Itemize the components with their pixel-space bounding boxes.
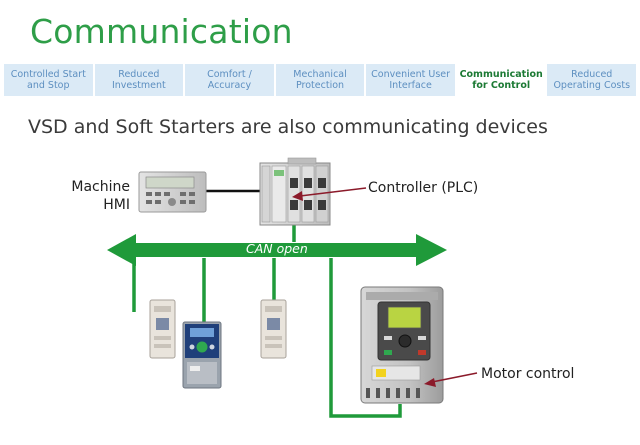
tab-communication-for-control[interactable]: Communication for Control <box>456 64 546 96</box>
tab-convenient-user-interface[interactable]: Convenient User Interface <box>366 64 455 96</box>
motor-pointer-arrow <box>424 372 478 387</box>
soft-starter-device-1 <box>149 299 176 359</box>
plc-pointer-arrow <box>292 187 367 201</box>
machine-hmi-device <box>138 171 207 213</box>
topic-tab-bar: Controlled Start and Stop Reduced Invest… <box>4 64 637 96</box>
tab-reduced-investment[interactable]: Reduced Investment <box>94 64 184 96</box>
motor-control-label: Motor control <box>481 366 575 382</box>
tab-controlled-start-stop[interactable]: Controlled Start and Stop <box>4 64 93 96</box>
canopen-bus-label: CAN open <box>246 241 308 256</box>
page-title: Communication <box>30 12 293 51</box>
bus-drop-lines <box>132 224 402 418</box>
tab-comfort-accuracy[interactable]: Comfort / Accuracy <box>185 64 274 96</box>
plc-controller-device <box>259 157 331 226</box>
tab-reduced-operating-costs[interactable]: Reduced Operating Costs <box>547 64 637 96</box>
tab-mechanical-protection[interactable]: Mechanical Protection <box>275 64 365 96</box>
small-variable-speed-drive <box>182 321 222 389</box>
controller-plc-label: Controller (PLC) <box>368 180 479 196</box>
slide-subtitle: VSD and Soft Starters are also communica… <box>28 116 548 138</box>
machine-hmi-label: Machine HMI <box>71 179 130 213</box>
soft-starter-device-2 <box>260 299 287 359</box>
motor-control-drive <box>360 286 444 404</box>
canopen-bus-arrow <box>107 234 447 266</box>
